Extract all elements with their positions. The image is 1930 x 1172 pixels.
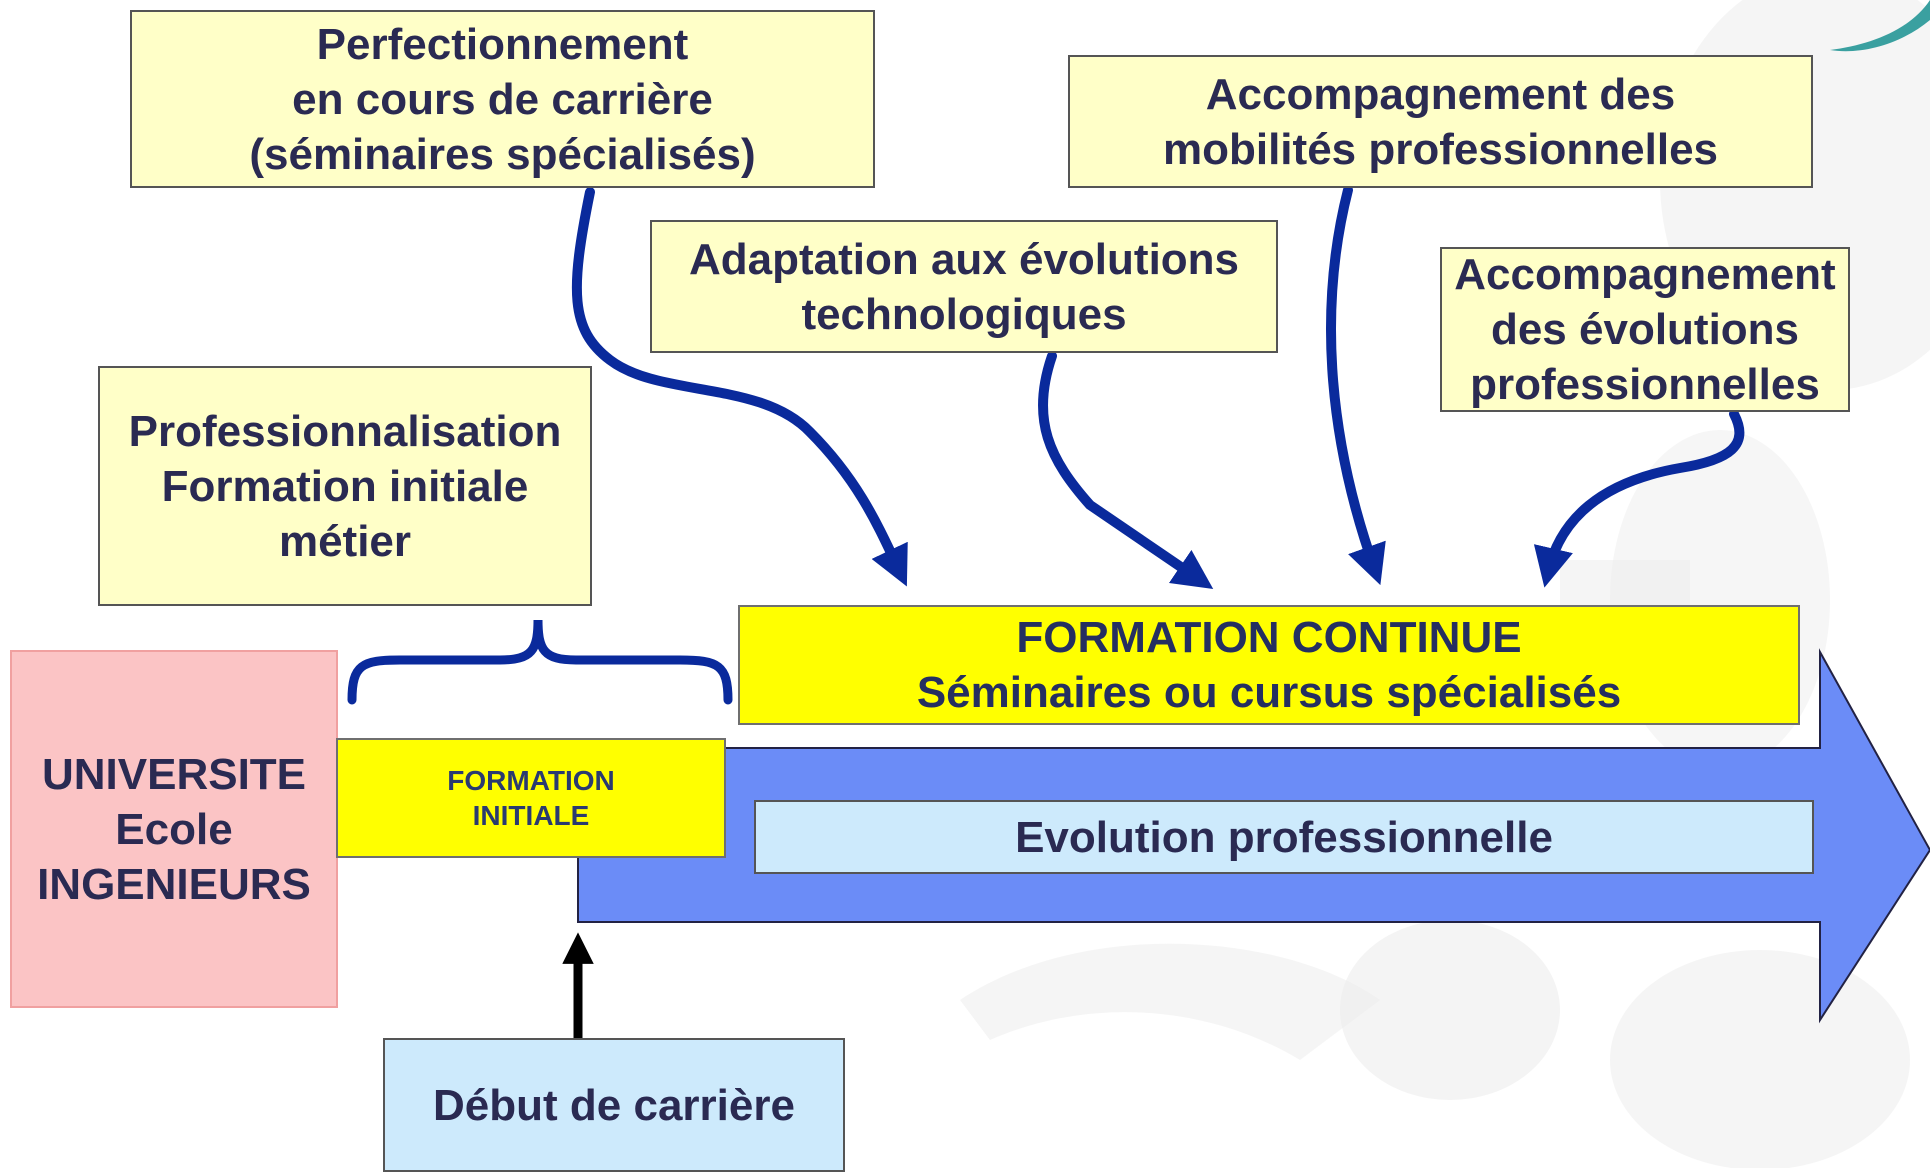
formation-initiale-box: FORMATION INITIALE: [336, 738, 726, 858]
professionnalisation-line-3: métier: [278, 516, 412, 566]
connector-mobilites: [1326, 185, 1386, 586]
corner-logo: [1830, 0, 1930, 52]
connector-evolutions: [1533, 409, 1745, 588]
professionnalisation-line-1: Professionnalisation: [128, 406, 562, 456]
universite-line-3: INGENIEURS: [37, 859, 311, 909]
mobilites-line-2: mobilités professionnelles: [1162, 124, 1719, 174]
perfectionnement-line-3: (séminaires spécialisés): [249, 129, 756, 179]
adaptation-box: Adaptation aux évolutions technologiques: [650, 220, 1278, 353]
formation-initiale-line-1: FORMATION: [447, 765, 615, 796]
connector-arrows: [571, 185, 1745, 590]
universite-line-2: Ecole: [115, 804, 233, 854]
formation-continue-title: FORMATION CONTINUE: [1016, 613, 1522, 662]
connector-perfectionnement: [571, 187, 908, 587]
formation-continue-subtitle: Séminaires ou cursus spécialisés: [916, 668, 1622, 717]
perfectionnement-line-1: Perfectionnement: [316, 19, 689, 69]
universite-line-1: UNIVERSITE: [41, 749, 307, 799]
debut-carriere-label: Début de carrière: [433, 1080, 795, 1130]
evolution-professionnelle-label: Evolution professionnelle: [1015, 812, 1553, 862]
evolutions-line-2: des évolutions: [1490, 305, 1800, 354]
professionnalisation-box: Professionnalisation Formation initiale …: [98, 366, 592, 606]
universite-box: UNIVERSITE Ecole INGENIEURS: [10, 650, 338, 1008]
adaptation-line-1: Adaptation aux évolutions: [688, 234, 1240, 284]
evolutions-box: Accompagnement des évolutions profession…: [1440, 247, 1850, 412]
professionnalisation-line-2: Formation initiale: [161, 461, 529, 511]
adaptation-line-2: technologiques: [801, 289, 1127, 339]
formation-continue-box: FORMATION CONTINUE Séminaires ou cursus …: [738, 605, 1800, 725]
brace: [347, 619, 733, 705]
mobilites-box: Accompagnement des mobilités professionn…: [1068, 55, 1813, 188]
perfectionnement-line-2: en cours de carrière: [292, 74, 713, 124]
connector-adaptation: [1037, 351, 1214, 590]
debut-carriere-box: Début de carrière: [383, 1038, 845, 1172]
evolution-professionnelle-box: Evolution professionnelle: [754, 800, 1814, 874]
evolutions-line-1: Accompagnement: [1454, 250, 1836, 299]
formation-initiale-line-2: INITIALE: [472, 800, 590, 831]
evolutions-line-3: professionnelles: [1470, 360, 1820, 409]
mobilites-line-1: Accompagnement des: [1205, 69, 1676, 119]
perfectionnement-box: Perfectionnement en cours de carrière (s…: [130, 10, 875, 188]
